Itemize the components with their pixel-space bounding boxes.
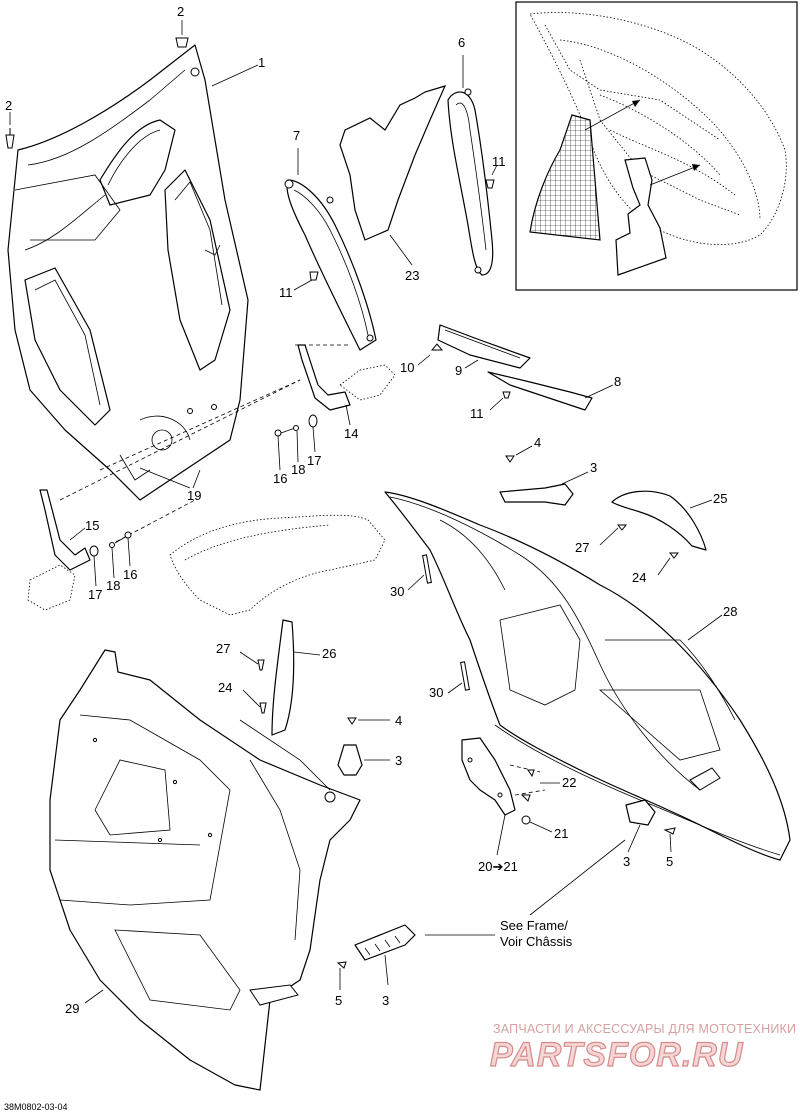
callout-14: 14 — [344, 426, 358, 441]
watermark: ЗАПЧАСТИ И АКСЕССУАРЫ ДЛЯ МОТОТЕХНИКИ PA… — [489, 1022, 796, 1075]
callout-24b: 24 — [218, 680, 232, 695]
callout-18b: 18 — [106, 578, 120, 593]
callout-30a: 30 — [390, 584, 404, 599]
callout-1: 1 — [258, 55, 265, 70]
callout-26: 26 — [322, 646, 336, 661]
callout-20: 20➔21 — [478, 859, 518, 874]
handle-9 — [417, 324, 531, 369]
callout-3b: 3 — [395, 753, 402, 768]
callout-21: 21 — [554, 826, 568, 841]
callout-27b: 27 — [216, 641, 230, 656]
latch-3-lower — [336, 924, 416, 990]
callout-17b: 17 — [88, 587, 102, 602]
callout-4a: 4 — [534, 435, 541, 450]
trim-25 — [599, 490, 713, 576]
watermark-logo: PARTSFOR.RU — [490, 1036, 744, 1074]
callout-15: 15 — [85, 518, 99, 533]
hardware-16-17-18 — [274, 414, 318, 471]
callout-25: 25 — [713, 491, 727, 506]
bracket-15 — [27, 489, 91, 611]
bracket-20 — [461, 737, 560, 856]
front-panel-29 — [49, 649, 361, 1091]
side-panel-28 — [384, 491, 791, 861]
callout-23: 23 — [405, 268, 419, 283]
vent-grille-6 — [447, 55, 494, 276]
inset-detail — [515, 1, 798, 291]
callout-11a: 11 — [279, 285, 293, 300]
callout-19: 19 — [187, 488, 201, 503]
foam-panel-23 — [339, 85, 447, 266]
latch-3-mid — [337, 717, 390, 776]
callout-29: 29 — [65, 1001, 79, 1016]
watermark-tagline: ЗАПЧАСТИ И АКСЕССУАРЫ ДЛЯ МОТОТЕХНИКИ — [493, 1022, 796, 1036]
callout-6: 6 — [458, 35, 465, 50]
callout-24a: 24 — [632, 570, 646, 585]
callout-17a: 17 — [307, 453, 321, 468]
callout-22: 22 — [562, 775, 576, 790]
strip-30 — [407, 554, 470, 694]
callout-3c: 3 — [623, 854, 630, 869]
see-frame-note-line2: Voir Châssis — [500, 934, 573, 949]
callout-5a: 5 — [666, 854, 673, 869]
callout-16a: 16 — [273, 471, 287, 486]
callout-3d: 3 — [382, 993, 389, 1008]
side-panel-1 — [7, 44, 259, 501]
windshield-outline — [169, 514, 386, 616]
callout-11b: 11 — [492, 154, 506, 169]
callout-8: 8 — [614, 374, 621, 389]
callout-5b: 5 — [335, 993, 342, 1008]
rivet-2 — [5, 20, 189, 149]
callout-2a: 2 — [177, 4, 184, 19]
callout-27a: 27 — [575, 540, 589, 555]
latch-3-upper — [499, 445, 589, 506]
callout-10: 10 — [400, 360, 414, 375]
callout-4b: 4 — [395, 713, 402, 728]
foam-part-12 — [529, 114, 601, 241]
reference-code: 38M0802-03-04 — [4, 1102, 68, 1112]
callout-2b: 2 — [5, 98, 12, 113]
hardware-17-18-16 — [89, 531, 132, 587]
callout-28: 28 — [723, 604, 737, 619]
trim-26 — [239, 619, 321, 736]
trim-8 — [487, 371, 614, 411]
vent-grille-7 — [284, 148, 377, 351]
callout-3a: 3 — [590, 460, 597, 475]
callout-9: 9 — [455, 363, 462, 378]
callout-30b: 30 — [429, 685, 443, 700]
see-frame-note-line1: See Frame/ — [500, 918, 568, 933]
latch-3-right — [625, 799, 676, 853]
callout-16b: 16 — [123, 567, 137, 582]
foam-part-13 — [615, 157, 667, 276]
callout-18a: 18 — [291, 462, 305, 477]
callout-7: 7 — [293, 128, 300, 143]
bracket-14 — [297, 344, 396, 426]
callout-11c: 11 — [470, 406, 484, 421]
